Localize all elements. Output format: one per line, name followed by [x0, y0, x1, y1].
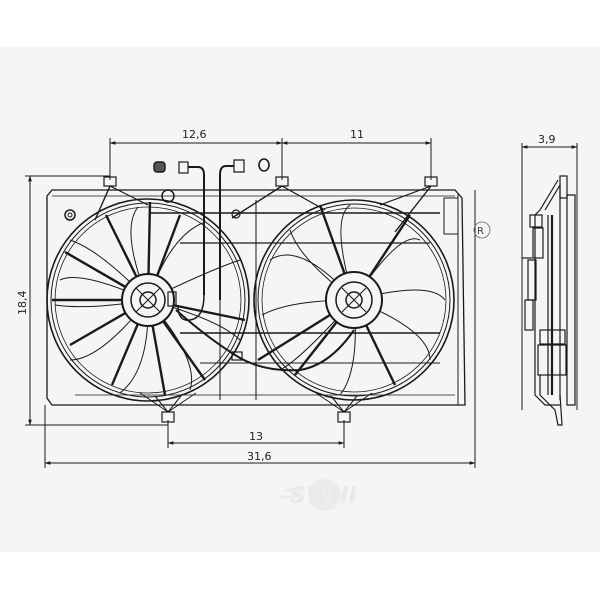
dim-top-right-label: 11	[350, 128, 364, 141]
dimension-lines	[25, 138, 578, 468]
dim-mount-span-label: 13	[249, 430, 263, 443]
left-fan	[46, 198, 250, 402]
side-view	[522, 175, 576, 426]
front-view: R	[46, 176, 491, 423]
dim-width-label: 31,6	[247, 450, 272, 463]
registered-mark: R	[477, 226, 484, 237]
watermark-logo: SWHI	[280, 479, 357, 511]
dim-depth-label: 3,9	[538, 133, 556, 146]
dim-height-label: 18,4	[16, 291, 29, 316]
dim-top-left-label: 12,6	[182, 128, 207, 141]
right-fan	[253, 199, 455, 401]
wire-harness	[175, 294, 355, 372]
wire-connectors	[153, 158, 270, 300]
